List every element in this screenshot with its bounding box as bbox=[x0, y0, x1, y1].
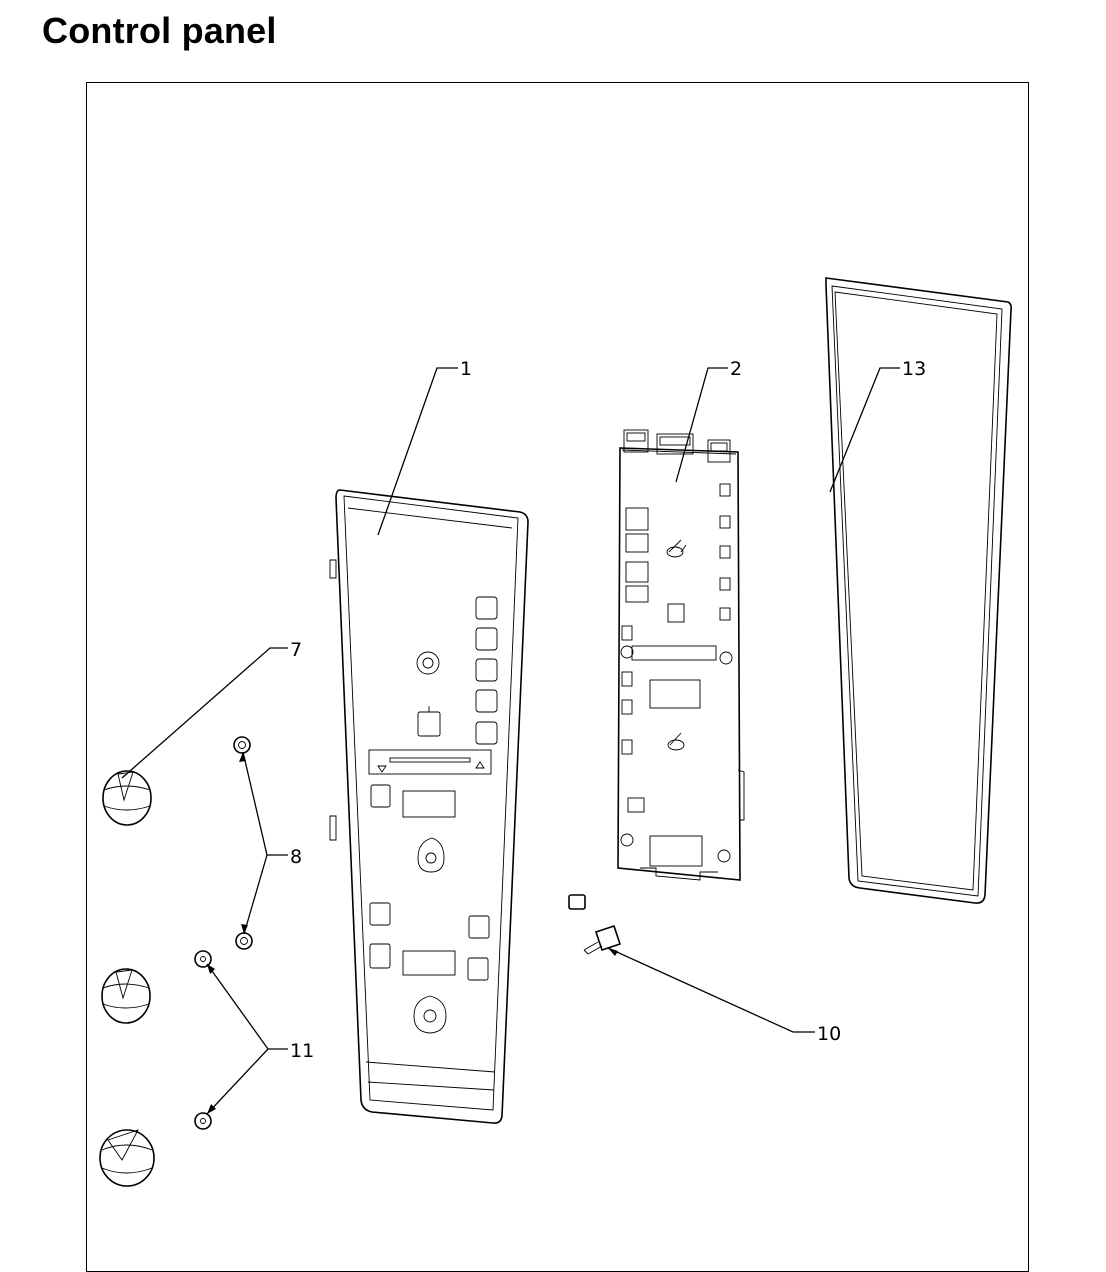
page-title: Control panel bbox=[42, 10, 277, 51]
knob-middle bbox=[101, 968, 151, 1024]
callout-13: 13 bbox=[902, 358, 926, 380]
rotary-encoder bbox=[568, 894, 622, 955]
callouts: 1 2 13 7 8 11 10 bbox=[290, 358, 926, 1062]
knob-washers bbox=[194, 950, 212, 1130]
callout-1: 1 bbox=[460, 358, 472, 380]
knob-inserts bbox=[233, 736, 253, 950]
panel-gasket bbox=[825, 277, 1012, 904]
callout-7: 7 bbox=[290, 639, 302, 661]
control-board bbox=[617, 429, 745, 881]
leader-lines bbox=[121, 367, 900, 1115]
knob-upper bbox=[102, 770, 152, 826]
knob-lower bbox=[99, 1129, 155, 1187]
callout-8: 8 bbox=[290, 846, 302, 868]
callout-10: 10 bbox=[817, 1023, 841, 1045]
knob-group bbox=[99, 770, 155, 1187]
control-panel-fascia bbox=[329, 489, 529, 1124]
callout-11: 11 bbox=[290, 1040, 314, 1062]
callout-2: 2 bbox=[730, 358, 742, 380]
